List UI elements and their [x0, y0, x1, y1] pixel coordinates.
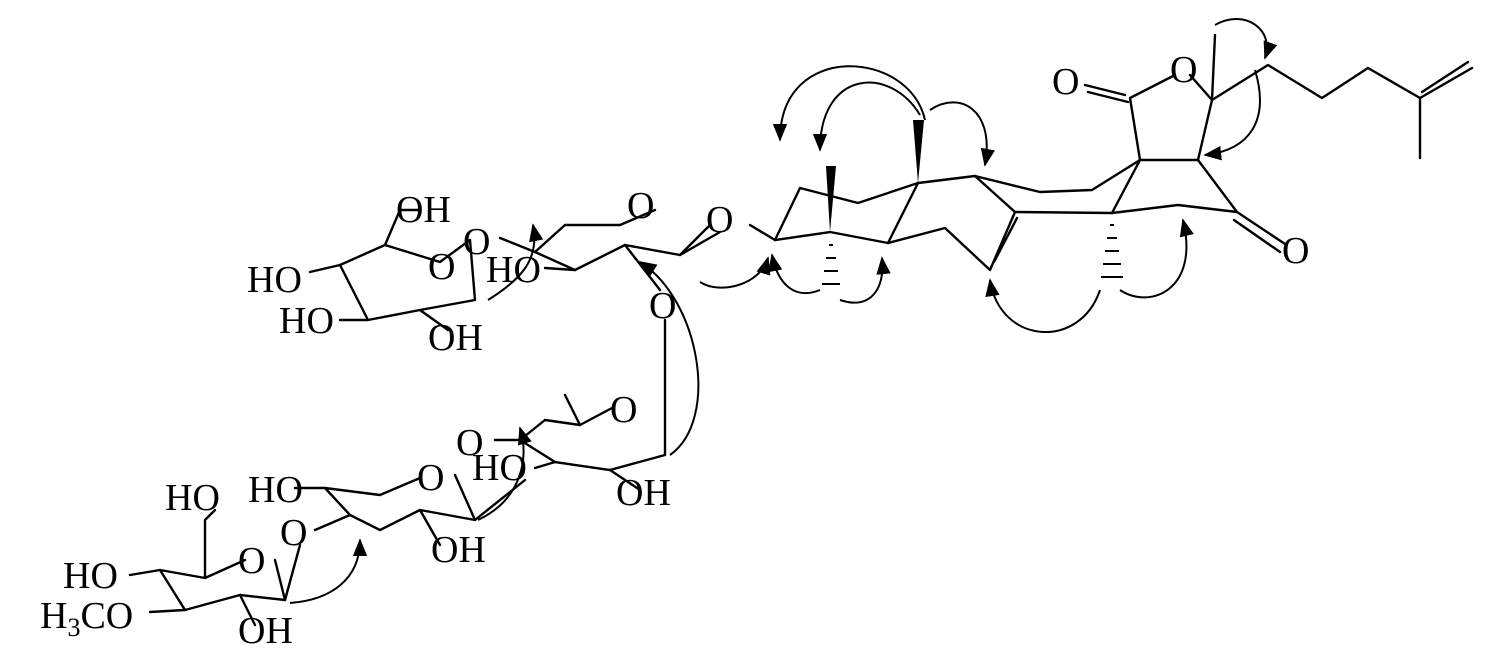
upper-sugar-chain [308, 208, 722, 332]
ketone-o: O [1282, 230, 1309, 272]
sugar5-ring-o: O [238, 540, 265, 582]
sugar3-hydroxyl: HO [472, 447, 527, 489]
atom-labels: O O O O O O HO O OH O HO HO OH O O HO OH… [40, 49, 1309, 652]
glc1-hydroxyl-3: HO [279, 300, 334, 342]
glc1-hydroxyl-2: OH [428, 317, 483, 359]
glc1-ch2oh: OH [396, 189, 451, 231]
sugar3-link-o: O [456, 422, 483, 464]
lactone-carbonyl-o: O [1052, 61, 1079, 103]
sugar1-sugar2-link-o: O [649, 285, 676, 327]
glc1-ring-o: O [428, 246, 455, 288]
sugar1-ring-o: O [627, 185, 654, 227]
glc2-ring-o: O [417, 457, 444, 499]
sugar5-hydroxyl: HO [63, 555, 118, 597]
hmbc-correlation-arrows [289, 18, 1278, 604]
sugar3-hydroxyl-2: OH [616, 472, 671, 514]
sugar3-ring-o: O [610, 389, 637, 431]
c3-glycosidic-o: O [706, 199, 733, 241]
sugar5-methoxy: H3CO [40, 595, 133, 642]
sugar5-hydroxyl-2: OH [238, 610, 293, 652]
lower-sugar-chain [128, 318, 667, 627]
sugar1-link-o: O [463, 221, 490, 263]
glc2-hydroxyl-6: HO [248, 469, 303, 511]
glc2-link-o: O [280, 512, 307, 554]
aglycone-skeleton [748, 33, 1474, 285]
lactone-ring-o: O [1170, 49, 1197, 91]
glc1-hydroxyl-4: HO [247, 259, 302, 301]
sugar1-hydroxyl: HO [486, 249, 541, 291]
glc2-hydroxyl-2: OH [431, 529, 486, 571]
sugar5-ch2oh: HO [165, 477, 220, 519]
